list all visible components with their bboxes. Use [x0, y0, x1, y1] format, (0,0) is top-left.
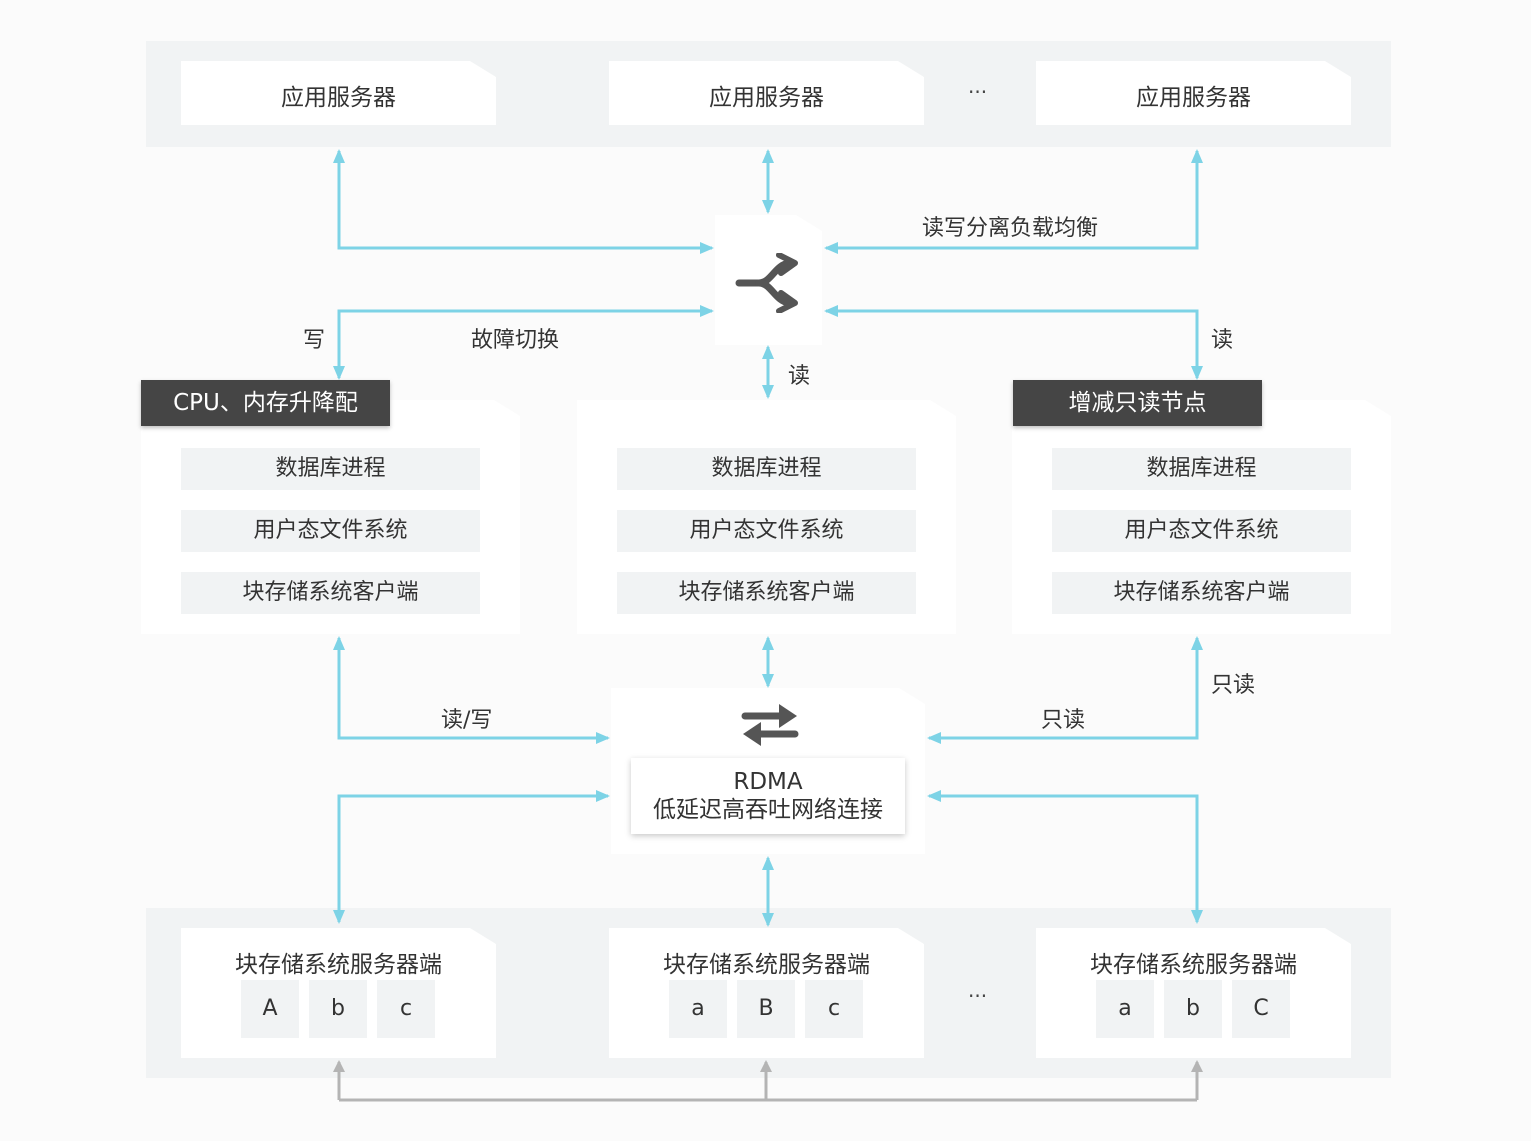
storage-server-ellipsis: ···: [968, 984, 988, 1008]
arrow-rdma-st1: [333, 790, 610, 924]
cpu-memory-scale-tag: CPU、内存升降配: [141, 380, 390, 426]
app-server-1-label: 应用服务器: [281, 85, 396, 111]
read-center-label: 读: [788, 364, 811, 389]
db-node-2-row-process: 数据库进程: [617, 448, 916, 490]
arrow-app1-lb: [333, 149, 714, 254]
storage-server-2-cell-3: c: [805, 980, 863, 1038]
db-node-2-row-fs: 用户态文件系统: [617, 510, 916, 552]
db-node-1: 数据库进程 用户态文件系统 块存储系统客户端: [141, 400, 520, 634]
readonly-right-label: 只读: [1211, 673, 1256, 698]
rdma-subtitle: 低延迟高吞吐网络连接: [653, 797, 883, 823]
db-node-2-row-client: 块存储系统客户端: [617, 572, 916, 614]
db-node-3-row-process: 数据库进程: [1052, 448, 1351, 490]
storage-server-3-title: 块存储系统服务器端: [1090, 952, 1297, 978]
db-node-2: 数据库进程 用户态文件系统 块存储系统客户端: [577, 400, 956, 634]
storage-server-1-cell-1: A: [241, 980, 299, 1038]
failover-label: 故障切换: [471, 328, 560, 353]
write-label: 写: [303, 328, 326, 353]
read-right-label: 读: [1211, 328, 1234, 353]
storage-server-3: 块存储系统服务器端 a b C: [1036, 928, 1351, 1058]
readonly-mid-label: 只读: [1041, 708, 1086, 733]
app-server-1: 应用服务器: [181, 61, 496, 125]
storage-server-1-title: 块存储系统服务器端: [235, 952, 442, 978]
db-node-3: 数据库进程 用户态文件系统 块存储系统客户端: [1012, 400, 1391, 634]
load-balancer-box: [715, 215, 822, 345]
db-node-3-row-fs: 用户态文件系统: [1052, 510, 1351, 552]
storage-server-2-cell-1: a: [669, 980, 727, 1038]
app-server-2: 应用服务器: [609, 61, 924, 125]
rdma-label-box: RDMA 低延迟高吞吐网络连接: [631, 758, 905, 834]
storage-server-2-title: 块存储系统服务器端: [663, 952, 870, 978]
storage-server-1-cell-2: b: [309, 980, 367, 1038]
app-server-3: 应用服务器: [1036, 61, 1351, 125]
storage-server-3-cell-1: a: [1096, 980, 1154, 1038]
arrow-db1-rdma: [333, 636, 610, 744]
rdma-title: RDMA: [733, 769, 803, 795]
storage-server-3-cell-2: b: [1164, 980, 1222, 1038]
rw-split-lb-label: 读写分离负载均衡: [922, 216, 1099, 241]
arrow-app3-lb: [824, 149, 1203, 254]
arrow-db3-rdma: [927, 636, 1203, 744]
add-remove-readonly-tag: 增减只读节点: [1013, 380, 1262, 426]
db-node-1-row-client: 块存储系统客户端: [181, 572, 480, 614]
storage-server-1: 块存储系统服务器端 A b c: [181, 928, 496, 1058]
merge-split-icon: [735, 253, 805, 313]
arrow-rdma-st3: [927, 790, 1203, 924]
arrow-lb-db3: [824, 305, 1203, 380]
rdma-box: RDMA 低延迟高吞吐网络连接: [611, 688, 925, 854]
arrow-lb-db1: [333, 305, 714, 380]
storage-server-2: 块存储系统服务器端 a B c: [609, 928, 924, 1058]
app-server-3-label: 应用服务器: [1136, 85, 1251, 111]
db-node-3-row-client: 块存储系统客户端: [1052, 572, 1351, 614]
db-node-1-row-process: 数据库进程: [181, 448, 480, 490]
app-server-2-label: 应用服务器: [709, 85, 824, 111]
storage-server-2-cell-2: B: [737, 980, 795, 1038]
storage-server-3-cell-3: C: [1232, 980, 1290, 1038]
storage-server-1-cell-3: c: [377, 980, 435, 1038]
db-node-1-row-fs: 用户态文件系统: [181, 510, 480, 552]
exchange-arrows-icon: [735, 698, 805, 752]
app-server-ellipsis: ···: [968, 80, 988, 104]
read-write-label: 读/写: [441, 708, 493, 733]
